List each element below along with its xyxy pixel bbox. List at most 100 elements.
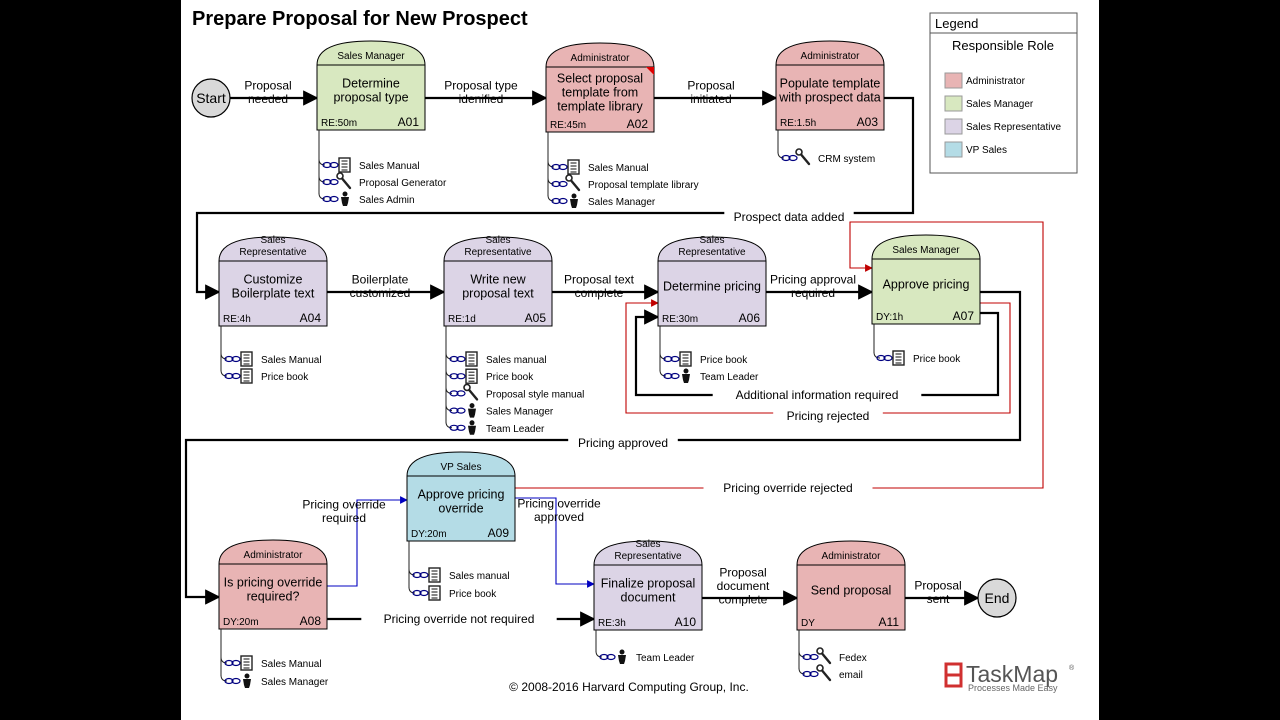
flow-label: approved — [534, 510, 584, 524]
flow-label: needed — [248, 92, 288, 106]
resource-label: email — [839, 670, 863, 681]
flow-line[interactable] — [515, 497, 595, 588]
resource-item: Sales Manager — [445, 403, 554, 418]
flow-label: Pricing override — [302, 497, 386, 511]
activity-metric: DY:1h — [876, 312, 903, 323]
resource-label: Sales manual — [449, 571, 510, 582]
document-icon — [240, 655, 253, 671]
end-terminal[interactable]: End — [977, 578, 1017, 618]
resource-label: Sales Manager — [486, 407, 554, 418]
taskmap-logo: TaskMap ® Processes Made Easy — [944, 661, 1075, 693]
resource-label: Sales Manual — [261, 355, 322, 366]
resource-label: Price book — [486, 372, 534, 383]
activity-id: A02 — [627, 117, 649, 131]
activity-role: Administrator — [571, 53, 631, 64]
flow-label: Proposal — [719, 566, 766, 580]
document-icon — [240, 368, 253, 384]
resource-item: Price book — [220, 368, 309, 384]
person-icon — [468, 420, 476, 435]
flow-a09-a07: Pricing override rejected — [515, 221, 1044, 496]
resource-label: Proposal template library — [588, 180, 699, 191]
resource-label: Proposal style manual — [486, 389, 584, 400]
link-icon — [781, 154, 798, 162]
flow-label: complete — [719, 593, 768, 607]
activity-id: A06 — [739, 311, 761, 325]
resource-label: Sales Manual — [261, 659, 322, 670]
document-icon — [465, 368, 478, 384]
activity-role: Sales Manager — [892, 245, 960, 256]
activity-shape — [218, 539, 328, 630]
link-icon — [599, 653, 616, 661]
activity-role: Sales — [699, 235, 724, 246]
activity-text: Populate template — [780, 77, 881, 91]
start-terminal[interactable]: Start — [191, 78, 231, 118]
activity-text: Select proposal — [557, 72, 643, 86]
flow-a07-a08: Pricing approved — [184, 290, 1022, 605]
flow-label: idenified — [459, 92, 504, 106]
flow-line[interactable] — [327, 496, 408, 587]
resource-item: CRM system — [777, 148, 875, 166]
activity-shape — [218, 236, 328, 327]
resource-item: Sales manual — [408, 567, 510, 583]
activity-shape — [545, 42, 655, 133]
legend-label: Sales Manager — [966, 99, 1034, 110]
flow-label: Additional information required — [736, 388, 899, 402]
activity-role: Administrator — [801, 51, 861, 62]
link-icon — [551, 197, 568, 205]
resource-item: Sales Admin — [318, 191, 415, 206]
flow-label: Pricing override rejected — [723, 481, 852, 495]
activity-shape — [775, 40, 885, 131]
flow-line[interactable] — [195, 96, 915, 300]
activity-id: A01 — [398, 115, 420, 129]
activity-text: with prospect data — [778, 91, 880, 105]
flow-label: Pricing rejected — [787, 409, 870, 423]
activity-metric: DY:20m — [223, 617, 259, 628]
resource-item: Proposal style manual — [445, 383, 584, 401]
person-icon — [468, 403, 476, 418]
legend-subtitle: Responsible Role — [952, 38, 1054, 53]
activity-shape — [871, 234, 981, 325]
document-icon — [679, 351, 692, 367]
legend-swatch — [944, 72, 963, 89]
resource-item: Proposal Generator — [318, 172, 447, 190]
activity-metric: RE:30m — [662, 314, 698, 325]
resource-item: Sales Manager — [220, 673, 329, 688]
activity-shape — [406, 451, 516, 542]
activity-role: Administrator — [244, 550, 304, 561]
link-icon — [449, 407, 466, 414]
resource-item: Price book — [659, 351, 748, 367]
wrench-icon — [816, 664, 832, 682]
flow-a07-a06-rejected: Pricing rejected — [625, 299, 1011, 424]
flow-line[interactable] — [515, 221, 1044, 489]
activity-role: Representative — [614, 551, 682, 562]
activity-metric: RE:1d — [448, 314, 476, 325]
flow-label: Proposal — [687, 78, 734, 92]
activity-metric: RE:45m — [550, 120, 586, 131]
activity-a04[interactable]: SalesRepresentativeCustomizeBoilerplate … — [218, 235, 328, 327]
flag-icon — [646, 67, 654, 75]
activity-id: A08 — [300, 614, 322, 628]
person-icon — [341, 191, 349, 206]
person-icon — [243, 673, 251, 688]
flow-a03-a04: Prospect data added — [195, 96, 915, 300]
activity-text: proposal type — [333, 91, 408, 105]
end-label: End — [985, 590, 1010, 606]
activity-shape — [657, 236, 767, 327]
flow-label: Proposal — [914, 578, 961, 592]
activity-text: template from — [562, 86, 638, 100]
link-icon — [551, 163, 568, 171]
